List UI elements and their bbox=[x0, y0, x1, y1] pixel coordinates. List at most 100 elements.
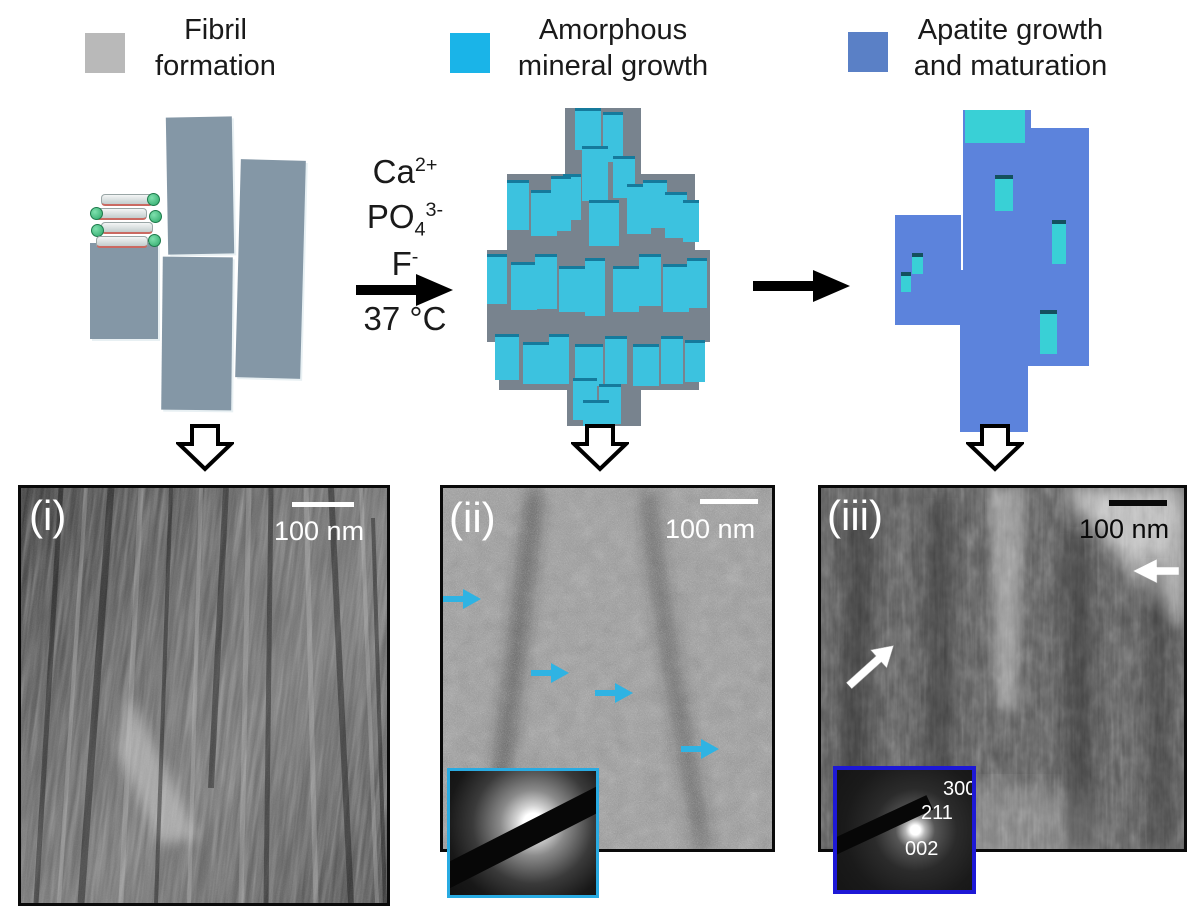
amorphous-mineral-schematic bbox=[487, 108, 710, 426]
amorphous-mineral-particle bbox=[549, 334, 569, 384]
temperature-value: 37 °C bbox=[363, 300, 447, 337]
peptide-motif bbox=[90, 193, 162, 252]
saed-inset-apatite: 300 211 002 bbox=[833, 766, 976, 894]
peptide-helix bbox=[101, 222, 153, 234]
amorphous-mineral-particle bbox=[551, 176, 571, 231]
legend-swatch-apatite bbox=[848, 32, 888, 72]
reaction-temperature: 37 °C bbox=[330, 300, 480, 338]
amorphous-mineral-particle bbox=[589, 200, 619, 246]
amorphous-mineral-particle bbox=[605, 336, 627, 384]
peptide-helix bbox=[101, 194, 153, 206]
scale-bar-i bbox=[292, 502, 354, 507]
peptide-end-sphere bbox=[149, 210, 162, 223]
amorphous-mineral-particle bbox=[585, 258, 605, 316]
apatite-crystal-block bbox=[960, 310, 1028, 432]
amorphous-mineral-particle bbox=[559, 266, 587, 312]
down-arrow-icon bbox=[966, 424, 1024, 472]
peptide-helix bbox=[96, 236, 148, 248]
saed-inset-amorphous bbox=[447, 768, 599, 898]
amorphous-mineral-particle bbox=[507, 180, 529, 230]
amorphous-mineral-particle bbox=[665, 192, 687, 238]
calcium-charge: 2+ bbox=[414, 154, 438, 176]
legend-label-fibril: Fibril formation bbox=[128, 12, 303, 84]
peptide-end-sphere bbox=[148, 234, 161, 247]
amorphous-mineral-particle bbox=[639, 254, 661, 306]
apatite-arrow-left-icon bbox=[1132, 558, 1179, 584]
legend-swatch-amorphous bbox=[450, 33, 490, 73]
scale-text-iii: 100 nm bbox=[1079, 514, 1170, 544]
legend-apatite-line2: and maturation bbox=[913, 50, 1108, 82]
amorphous-mineral-particle bbox=[603, 112, 623, 162]
diffraction-label-002: 002 bbox=[905, 838, 939, 860]
legend-swatch-fibril bbox=[85, 33, 125, 73]
panel-label-i: (i) bbox=[29, 492, 67, 539]
residual-mineral-inclusion bbox=[995, 175, 1013, 211]
calcium-symbol: Ca bbox=[372, 153, 415, 190]
scale-text-ii: 100 nm bbox=[665, 514, 756, 544]
amorphous-mineral-particle bbox=[683, 200, 699, 242]
collagen-fibril-block bbox=[165, 116, 235, 255]
mineral-arrow-icon bbox=[681, 739, 719, 759]
legend-fibril-line2: formation bbox=[155, 50, 276, 82]
tem-panel-fibrils: (i) 100 nm bbox=[18, 485, 390, 906]
phosphate-charge: 3- bbox=[425, 199, 444, 221]
diffraction-label-300: 300 bbox=[943, 778, 976, 800]
maturation-arrow-icon bbox=[753, 270, 850, 302]
mineral-arrow-icon bbox=[443, 589, 481, 609]
amorphous-mineral-particle bbox=[687, 258, 707, 308]
reagent-phosphate: PO43- bbox=[330, 198, 480, 239]
amorphous-mineral-particle bbox=[511, 262, 537, 310]
amorphous-mineral-particle bbox=[582, 146, 608, 201]
residual-mineral-inclusion bbox=[901, 272, 911, 292]
peptide-end-sphere bbox=[147, 193, 160, 206]
tem-panel-amorphous: (ii) 100 nm bbox=[440, 485, 775, 898]
tem-image-fibrils bbox=[21, 488, 387, 903]
amorphous-mineral-particle bbox=[487, 254, 507, 304]
fluoride-symbol: F bbox=[391, 245, 412, 282]
reagent-fluoride: F- bbox=[330, 245, 480, 283]
apatite-schematic bbox=[893, 108, 1098, 433]
residual-mineral-cap bbox=[965, 110, 1025, 143]
residual-mineral-inclusion bbox=[912, 253, 923, 274]
legend-fibril-line1: Fibril bbox=[184, 14, 247, 46]
collagen-fibril-block bbox=[161, 256, 233, 411]
amorphous-mineral-particle bbox=[613, 266, 639, 312]
amorphous-mineral-particle bbox=[663, 264, 689, 312]
scale-text-i: 100 nm bbox=[274, 516, 365, 546]
scale-bar-ii bbox=[700, 499, 758, 504]
panel-label-ii: (ii) bbox=[449, 494, 496, 541]
amorphous-mineral-particle bbox=[575, 108, 601, 150]
legend-label-amorphous: Amorphous mineral growth bbox=[493, 12, 733, 84]
legend-label-apatite: Apatite growth and maturation bbox=[888, 12, 1133, 84]
amorphous-mineral-particle bbox=[583, 400, 609, 426]
panel-label-iii: (iii) bbox=[827, 492, 883, 539]
beam-stopper bbox=[450, 780, 596, 895]
amorphous-mineral-particle bbox=[685, 340, 705, 382]
peptide-end-sphere bbox=[90, 207, 103, 220]
legend-amorphous-line1: Amorphous bbox=[538, 14, 688, 46]
reaction-arrow-icon bbox=[356, 274, 453, 306]
reagent-calcium: Ca2+ bbox=[330, 153, 480, 191]
mineral-arrow-icon bbox=[531, 663, 569, 683]
residual-mineral-inclusion bbox=[1052, 220, 1066, 264]
residual-mineral-inclusion bbox=[1040, 310, 1057, 354]
diffraction-label-211: 211 bbox=[921, 802, 953, 824]
fluoride-charge: - bbox=[411, 246, 419, 268]
tem-panel-apatite: (iii) 100 nm 300 211 002 bbox=[818, 485, 1187, 894]
apatite-arrow-diagonal-icon bbox=[845, 645, 894, 690]
down-arrow-icon bbox=[176, 424, 234, 472]
amorphous-mineral-particle bbox=[535, 254, 557, 309]
amorphous-mineral-particle bbox=[661, 336, 683, 384]
legend-apatite-line1: Apatite growth bbox=[917, 14, 1104, 46]
phosphate-symbol: PO bbox=[366, 198, 415, 235]
collagen-fibril-block bbox=[90, 243, 158, 339]
legend-amorphous-line2: mineral growth bbox=[517, 50, 709, 82]
amorphous-mineral-particle bbox=[523, 342, 549, 384]
scale-bar-iii bbox=[1109, 500, 1167, 506]
down-arrow-icon bbox=[571, 424, 629, 472]
phosphate-subscript: 4 bbox=[414, 218, 426, 241]
amorphous-mineral-particle bbox=[495, 334, 519, 380]
amorphous-mineral-particle bbox=[643, 180, 667, 228]
collagen-fibril-block bbox=[235, 159, 306, 379]
mineral-arrow-icon bbox=[595, 683, 633, 703]
